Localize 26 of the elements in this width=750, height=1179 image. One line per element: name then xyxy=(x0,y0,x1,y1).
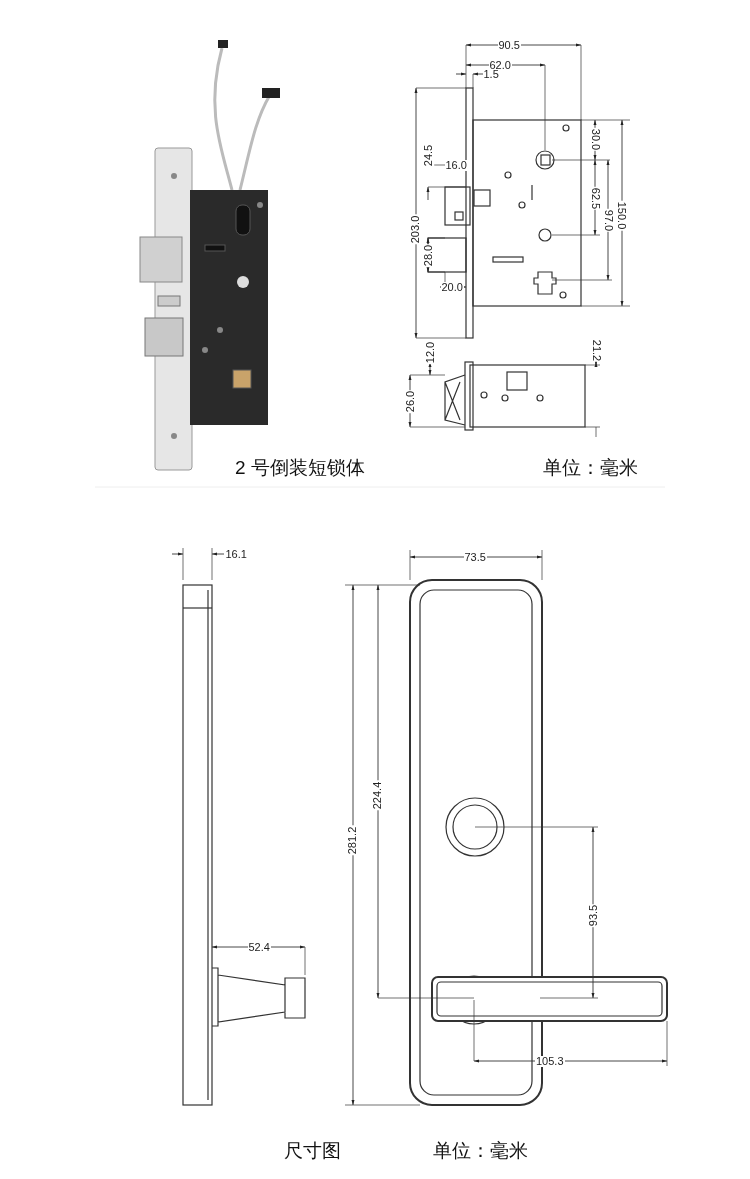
dimension-label: 150.0 xyxy=(616,200,628,230)
dimension-label: 1.5 xyxy=(482,68,500,80)
caption-text: 尺寸图 xyxy=(283,1140,341,1160)
dimension-label: 30.0 xyxy=(589,127,601,151)
dimension-label: 224.4 xyxy=(372,780,384,810)
dimension-label: 62.0 xyxy=(488,59,512,71)
caption-text: 单位：毫米 xyxy=(542,457,638,477)
dimension-label: 16.1 xyxy=(224,548,248,560)
dimension-label: 26.0 xyxy=(404,389,416,413)
dimension-label: 28.0 xyxy=(422,243,434,267)
dimension-label: 73.5 xyxy=(463,551,487,563)
dimension-label: 203.0 xyxy=(410,214,422,244)
dimension-label: 90.5 xyxy=(497,39,521,51)
dimension-label: 105.3 xyxy=(535,1055,565,1067)
dimension-label: 16.0 xyxy=(444,159,468,171)
dimension-label: 52.4 xyxy=(247,941,271,953)
dimension-label: 97.0 xyxy=(602,208,614,232)
caption-text: 2 号倒装短锁体 xyxy=(235,457,365,477)
dimension-label: 12.0 xyxy=(424,340,436,364)
dimension-label: 21.2 xyxy=(590,338,602,362)
dimension-label: 281.2 xyxy=(347,825,359,855)
dimension-label: 93.5 xyxy=(587,903,599,927)
dimension-label: 20.0 xyxy=(440,281,464,293)
dimension-label: 62.5 xyxy=(589,186,601,210)
caption-text: 单位：毫米 xyxy=(432,1140,528,1160)
dimension-label: 24.5 xyxy=(422,143,434,167)
